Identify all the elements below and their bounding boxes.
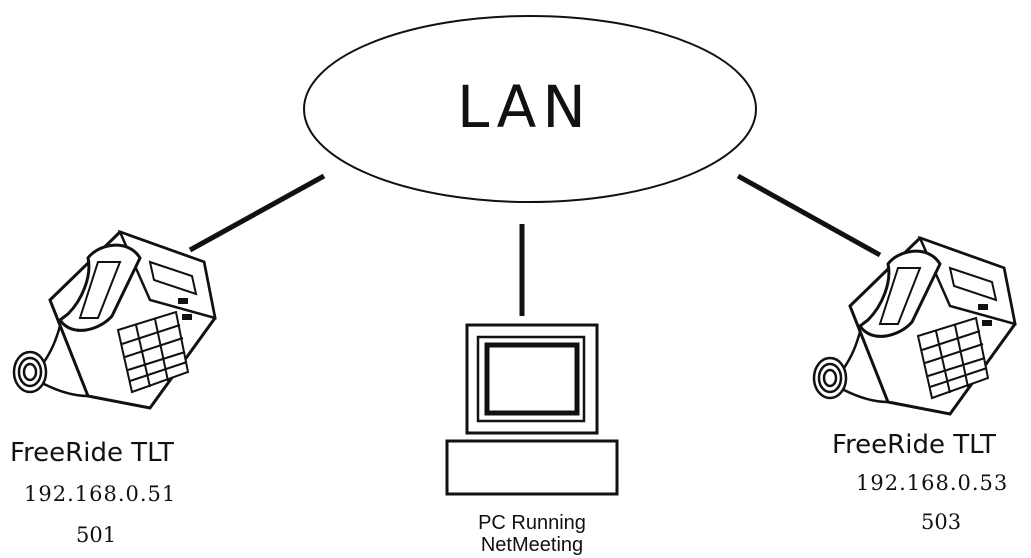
- lan-label: LAN: [457, 73, 592, 141]
- phone-left-ip: 192.168.0.51: [24, 482, 177, 506]
- pc-label-line2: NetMeeting: [480, 534, 584, 556]
- pc-label-line1: PC Running: [478, 512, 586, 534]
- phone-left-extension: 501: [76, 523, 117, 547]
- desk-phone-icon: [12, 230, 217, 410]
- pc-label: PC Running NetMeeting: [462, 512, 602, 556]
- phone-left-name: FreeRide TLT: [10, 438, 174, 468]
- phone-right-extension: 503: [921, 510, 962, 534]
- desk-phone-icon: [812, 236, 1017, 416]
- phone-right-ip: 192.168.0.53: [856, 471, 1009, 495]
- link-right-phone: [736, 173, 882, 258]
- phone-right-name: FreeRide TLT: [832, 430, 996, 460]
- link-left-phone: [188, 173, 326, 253]
- lan-ellipse: [303, 15, 757, 203]
- computer-monitor-icon: [445, 323, 619, 496]
